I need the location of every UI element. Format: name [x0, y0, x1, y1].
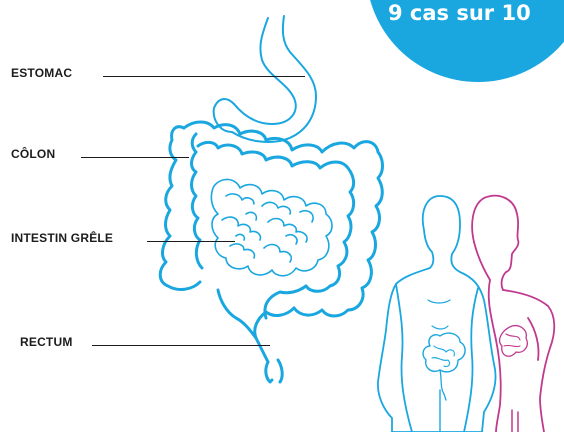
leader-line-rectum: [92, 345, 270, 346]
leader-line-stomach: [103, 76, 305, 77]
male-figure: [378, 196, 496, 432]
small-intestine-shape: [211, 179, 332, 275]
label-colon: CÔLON: [11, 147, 55, 161]
badge-text: 9 cas sur 10: [388, 0, 531, 26]
stomach-shape: [214, 16, 316, 142]
label-stomach: ESTOMAC: [11, 66, 72, 80]
label-small-intestine: INTESTIN GRÊLE: [11, 231, 113, 245]
label-rectum: RECTUM: [20, 335, 73, 349]
leader-line-small-intestine: [147, 241, 235, 242]
digestive-organs: [160, 16, 382, 382]
leader-line-colon: [81, 157, 189, 158]
colon-shape: [160, 122, 382, 382]
